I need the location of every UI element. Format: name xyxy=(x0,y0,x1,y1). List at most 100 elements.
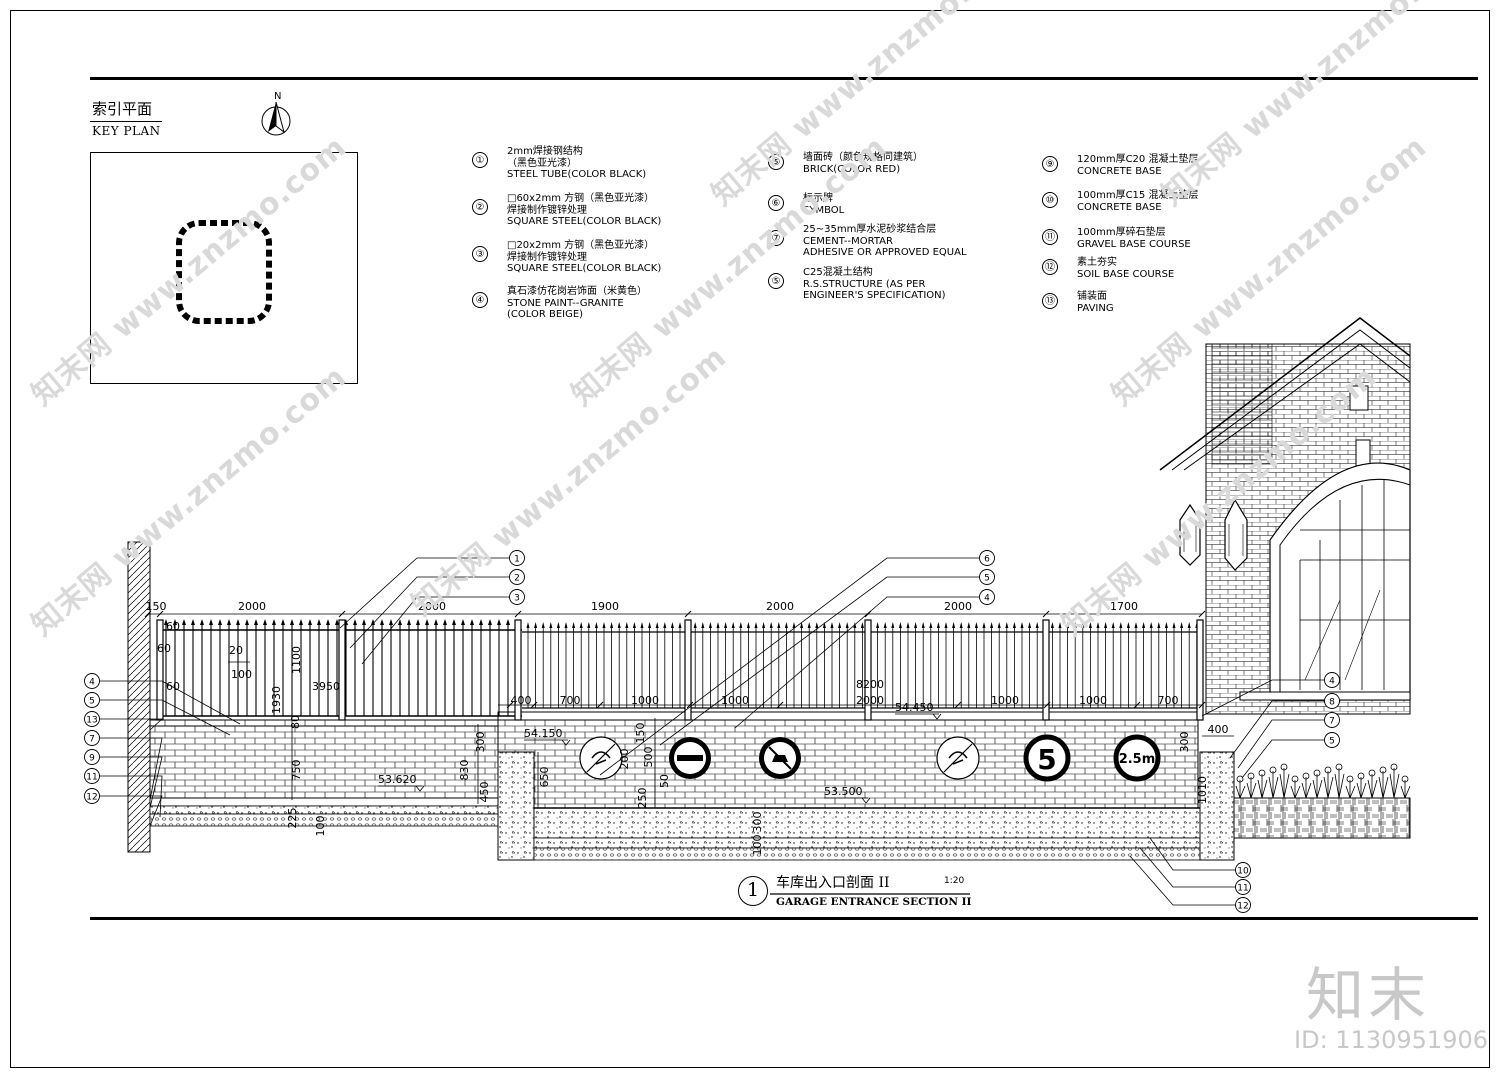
fence-finial xyxy=(1005,622,1009,628)
flower xyxy=(1346,775,1354,783)
leader-line xyxy=(1129,855,1235,906)
callout-number: 9 xyxy=(89,754,95,764)
callout-number: 12 xyxy=(1237,902,1248,912)
leader-line xyxy=(100,775,163,818)
legend-marker: ⑦ xyxy=(768,230,784,246)
height-limit-sign: 2.5m xyxy=(1113,734,1161,782)
fence-finial xyxy=(1088,622,1092,628)
fence-finial xyxy=(625,622,629,628)
fence-finial xyxy=(762,622,766,628)
dimension-label: 1000 xyxy=(631,694,659,707)
section-title-en: GARAGE ENTRANCE SECTION II xyxy=(776,896,972,908)
shrub xyxy=(1356,777,1367,799)
fence-post xyxy=(864,619,872,721)
dimension-label: 1700 xyxy=(1110,600,1138,613)
fence-finial xyxy=(534,622,538,628)
no-parking-sign xyxy=(759,737,801,779)
fence-post xyxy=(514,619,522,721)
fence-finial xyxy=(470,619,474,625)
shrub xyxy=(1334,768,1345,799)
fence-finial xyxy=(716,622,720,628)
dimension-label: 200 xyxy=(618,749,631,770)
dimension-label: 60 xyxy=(166,620,180,633)
callout-number: 10 xyxy=(1237,867,1249,877)
callout-number: 5 xyxy=(1329,737,1335,747)
fence-finial xyxy=(1180,622,1184,628)
flower xyxy=(1390,763,1398,771)
legend-text: 2mm焊接钢结构 （黑色亚光漆） STEEL TUBE(COLOR BLACK) xyxy=(507,146,647,180)
callout-number: 3 xyxy=(514,594,520,604)
left-ramp-wall xyxy=(497,751,535,861)
dimension-label: 100 xyxy=(751,835,764,856)
dimension-label: 1900 xyxy=(591,600,619,613)
fence-finial xyxy=(921,622,925,628)
key-plan-location-marker xyxy=(176,220,272,324)
dimension-label: 1000 xyxy=(721,694,749,707)
dimension-label: 1000 xyxy=(1079,694,1107,707)
legend-text: 标示牌 SYMBOL xyxy=(803,193,845,216)
dimension-label: 400 xyxy=(1208,723,1229,736)
fence-finial xyxy=(982,622,986,628)
dimension-label: 53.500 xyxy=(824,785,863,798)
dimension-tick xyxy=(514,610,522,618)
fence-finial xyxy=(1119,622,1123,628)
legend-text: 铺装面 PAVING xyxy=(1077,291,1114,314)
legend-text: □20x2mm 方钢（黑色亚光漆） 焊接制作镀锌处理 SQUARE STEEL(… xyxy=(507,240,662,274)
fence-finial xyxy=(1111,622,1115,628)
dimension-label: 2000 xyxy=(238,600,266,613)
dimension-tick xyxy=(338,610,346,618)
flower xyxy=(1324,766,1332,774)
flower xyxy=(1280,763,1288,771)
callout-number: 4 xyxy=(89,678,95,688)
fence-finial xyxy=(838,622,842,628)
fence-finial xyxy=(883,622,887,628)
shrub xyxy=(1279,768,1290,799)
fence-finial xyxy=(1096,622,1100,628)
fence-post xyxy=(684,619,692,721)
shrub-planting xyxy=(1235,763,1411,799)
fence-finial xyxy=(227,619,231,625)
leader-line xyxy=(100,680,241,725)
fence-finial xyxy=(678,622,682,628)
fence-finial xyxy=(488,619,492,625)
fence-finial xyxy=(891,622,895,628)
leader-line xyxy=(1201,679,1324,717)
dimension-label: 50 xyxy=(658,774,671,788)
fence-finial xyxy=(389,619,393,625)
fence-finial xyxy=(648,622,652,628)
top-border-rule xyxy=(90,77,1478,80)
railing-fence xyxy=(156,619,1204,721)
dimension-label: 1930 xyxy=(270,686,283,714)
leader-line xyxy=(339,557,509,629)
dimension-tick xyxy=(596,701,604,709)
key-plan-title-cn: 索引平面 xyxy=(92,100,153,118)
document-id: ID: 1130951906 xyxy=(1294,1026,1488,1054)
legend-marker: ⑥ xyxy=(768,195,784,211)
dimension-label: 100 xyxy=(231,668,252,681)
callout-bubble xyxy=(84,711,100,727)
dimension-label: 100 xyxy=(314,816,327,837)
fence-finial xyxy=(362,619,366,625)
fence-finial xyxy=(245,619,249,625)
dimension-label: 225 xyxy=(286,808,299,829)
fence-finial xyxy=(526,622,530,628)
fence-finial xyxy=(967,622,971,628)
dimension-label: 53.620 xyxy=(378,773,417,786)
fence-post xyxy=(338,619,346,721)
legend-marker: ③ xyxy=(472,246,488,262)
fence-finial xyxy=(617,622,621,628)
svg-text:2.5m: 2.5m xyxy=(1119,752,1156,767)
dimension-label: 750 xyxy=(290,760,303,781)
fence-finial xyxy=(1157,622,1161,628)
fence-finial xyxy=(479,619,483,625)
leader-line xyxy=(100,795,163,827)
fence-finial xyxy=(317,619,321,625)
fence-finial xyxy=(830,622,834,628)
fence-finial xyxy=(936,622,940,628)
right-ramp-wall xyxy=(1199,751,1235,861)
leader-line xyxy=(1229,700,1324,759)
fence-finial xyxy=(308,619,312,625)
dimension-label: 250 xyxy=(636,788,649,809)
shrub xyxy=(1389,768,1400,799)
